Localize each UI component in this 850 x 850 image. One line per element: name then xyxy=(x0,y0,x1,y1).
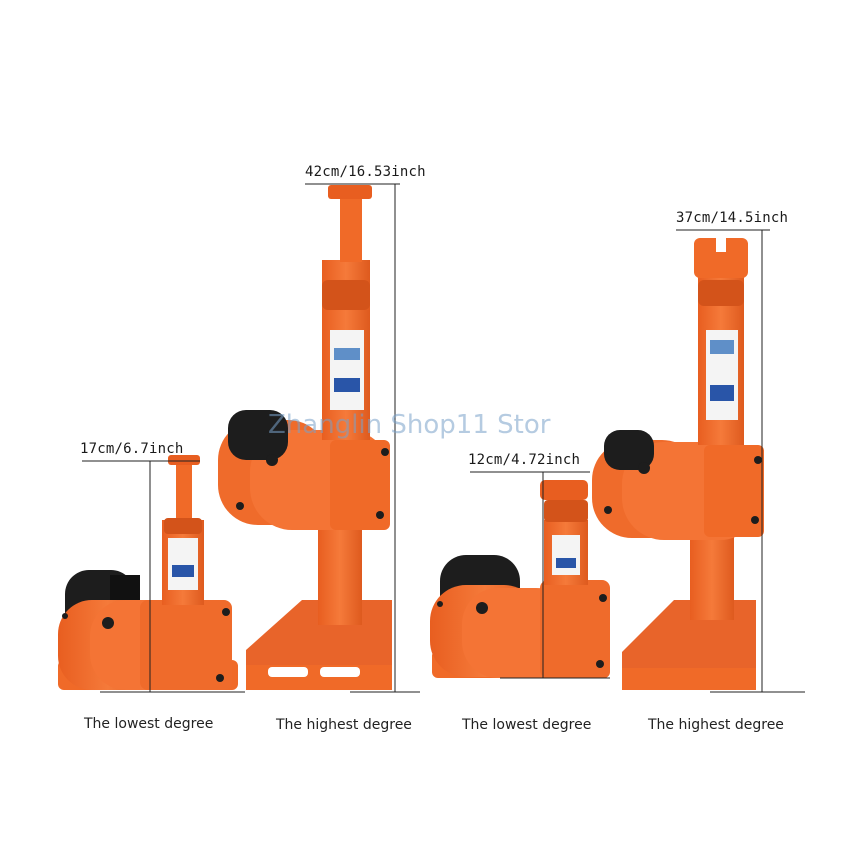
watermark: Zhanglin Shop11 Stor xyxy=(268,410,551,440)
jack-1-height-label: 17cm/6.7inch xyxy=(80,441,184,457)
jack-3-height-label: 12cm/4.72inch xyxy=(468,452,581,468)
jack-3-caption: The lowest degree xyxy=(462,717,592,733)
jack-2-highest xyxy=(218,185,392,690)
jack-3-lowest xyxy=(430,480,610,678)
jack-2-height-label: 42cm/16.53inch xyxy=(305,164,426,180)
jack-4-highest xyxy=(592,238,764,690)
jack-1-lowest xyxy=(58,455,238,690)
jack-2-caption: The highest degree xyxy=(276,717,412,733)
jack-4-caption: The highest degree xyxy=(648,717,784,733)
measurement-lines xyxy=(82,183,805,693)
jack-1-caption: The lowest degree xyxy=(84,716,214,732)
jack-4-height-label: 37cm/14.5inch xyxy=(676,210,789,226)
